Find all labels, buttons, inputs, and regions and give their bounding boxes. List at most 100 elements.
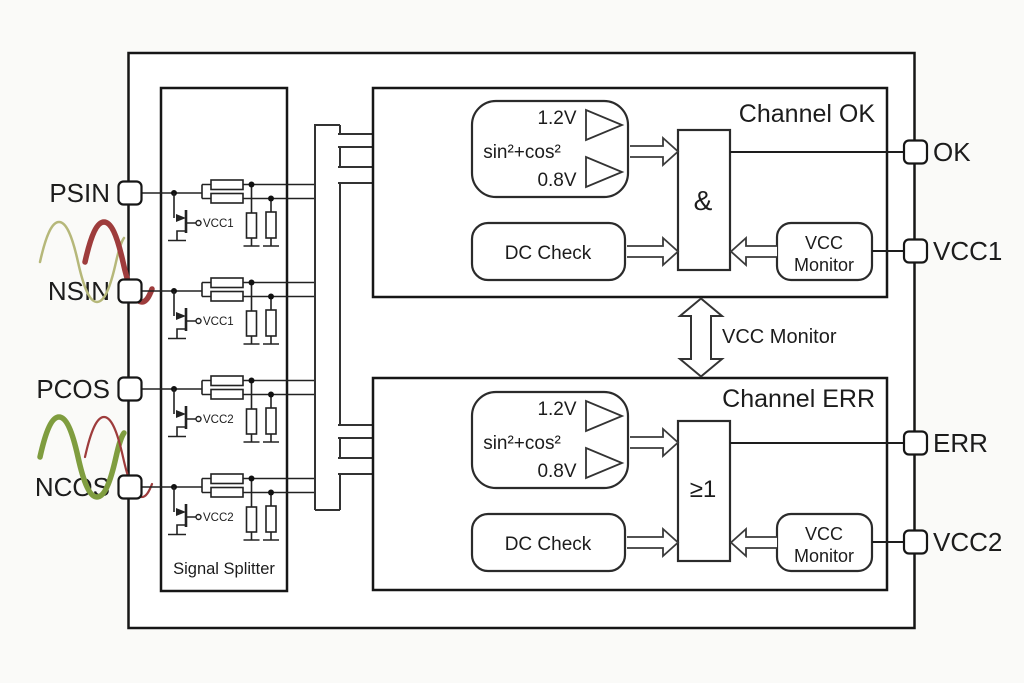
dc-check-block	[470, 512, 627, 573]
signal-arrow	[729, 235, 777, 268]
vcc-label: VCC2	[203, 512, 234, 524]
dc-check-label: DC Check	[505, 243, 592, 264]
and-gate-block	[676, 128, 732, 272]
port-label-err: ERR	[933, 428, 988, 458]
gate-arrow	[176, 508, 186, 516]
port-vcc2	[902, 529, 929, 555]
resistor	[245, 408, 258, 435]
resistor	[265, 505, 277, 533]
vcc-monitor-label-line1: VCC	[805, 233, 843, 253]
signal-bus	[314, 124, 341, 511]
signal-arrow	[627, 526, 680, 559]
vcc-terminal	[195, 513, 202, 521]
threshold-low-label: 0.8V	[537, 461, 576, 482]
resistor	[265, 211, 277, 239]
splitter-cell-pcos: VCC2	[141, 375, 315, 443]
sine-thick-curve	[37, 414, 127, 500]
junction-dot	[248, 475, 255, 482]
sine-thin-curve	[83, 415, 154, 499]
middle-vcc-monitor-label: VCC Monitor	[722, 326, 837, 348]
comparator-triangle-icon	[585, 446, 625, 480]
sincos-label: sin²+cos²	[483, 142, 561, 163]
port-vcc1	[902, 238, 929, 264]
gate-arrow	[176, 312, 186, 320]
resistor	[210, 375, 244, 387]
vcc-label: VCC1	[203, 316, 234, 328]
transistor-icon	[168, 389, 202, 438]
port-ncos	[117, 474, 143, 500]
resistor	[210, 486, 244, 498]
vcc-terminal	[195, 317, 202, 325]
dc-check-label: DC Check	[505, 534, 592, 555]
transistor-icon	[168, 291, 202, 340]
signal-splitter-label: Signal Splitter	[173, 560, 275, 578]
or-gate-label: ≥1	[690, 476, 717, 503]
comparator-triangle-icon	[585, 108, 625, 142]
resistor	[210, 473, 244, 485]
port-ok	[902, 139, 929, 165]
sincos-label: sin²+cos²	[483, 433, 561, 454]
resistor	[245, 310, 258, 337]
transistor-icon	[168, 193, 202, 242]
sine-wave-icon-sin	[38, 219, 155, 305]
resistor	[210, 179, 244, 191]
channel-err-title: Channel ERR	[722, 385, 875, 413]
port-label-vcc1: VCC1	[933, 236, 1002, 266]
port-label-psin: PSIN	[49, 178, 110, 208]
dc-check-block	[470, 221, 627, 282]
output-wires	[730, 151, 904, 252]
threshold-high-label: 1.2V	[537, 399, 576, 420]
resistor	[210, 277, 244, 289]
signal-arrow	[729, 526, 777, 559]
gate-arrow	[176, 214, 186, 222]
signal-splitter-box	[159, 86, 289, 593]
port-label-vcc2: VCC2	[933, 527, 1002, 557]
vcc-terminal	[195, 219, 202, 227]
gate-arrow	[176, 410, 186, 418]
splitter-cell-psin: VCC1	[141, 179, 315, 247]
vcc-monitor-label-line2: Monitor	[794, 255, 854, 275]
vcc-label: VCC2	[203, 414, 234, 426]
junction-dot	[268, 293, 274, 300]
and-gate-label: &	[694, 185, 713, 216]
resistor	[210, 388, 244, 400]
port-nsin	[117, 278, 143, 304]
port-psin	[117, 180, 143, 206]
channel-err-box	[371, 376, 889, 592]
threshold-low-label: 0.8V	[537, 170, 576, 191]
junction-dot	[268, 195, 274, 202]
vcc-monitor-double-arrow	[677, 297, 725, 378]
junction-dot	[248, 181, 255, 188]
signal-arrow	[627, 235, 680, 268]
comparator-triangle-icon	[585, 155, 625, 189]
splitter-cell-nsin: VCC1	[141, 277, 315, 345]
resistor	[245, 212, 258, 239]
vcc-terminal	[195, 415, 202, 423]
sine-thin-curve	[38, 220, 126, 304]
signal-arrow	[630, 135, 680, 168]
port-pcos	[117, 376, 143, 402]
vcc-monitor-label-line2: Monitor	[794, 546, 854, 566]
threshold-high-label: 1.2V	[537, 108, 576, 129]
port-label-pcos: PCOS	[36, 374, 110, 404]
port-err	[902, 430, 929, 456]
resistor	[265, 407, 277, 435]
junction-dot	[268, 489, 274, 496]
resistor	[265, 309, 277, 337]
resistor	[245, 506, 258, 533]
output-wires	[730, 442, 904, 543]
channel-err-internals	[470, 390, 904, 573]
vcc-label: VCC1	[203, 218, 234, 230]
sine-thick-curve	[82, 219, 155, 305]
or-gate-block	[676, 419, 732, 563]
vcc-monitor-label-line1: VCC	[805, 524, 843, 544]
bus-bar	[315, 125, 340, 510]
transistor-icon	[168, 487, 202, 536]
resistor	[210, 290, 244, 302]
channel-ok-internals	[470, 99, 904, 282]
junction-dot	[248, 377, 255, 384]
comparator-triangle-icon	[585, 399, 625, 433]
sine-wave-icon-cos	[37, 414, 154, 500]
channel-ok-title: Channel OK	[739, 100, 876, 128]
